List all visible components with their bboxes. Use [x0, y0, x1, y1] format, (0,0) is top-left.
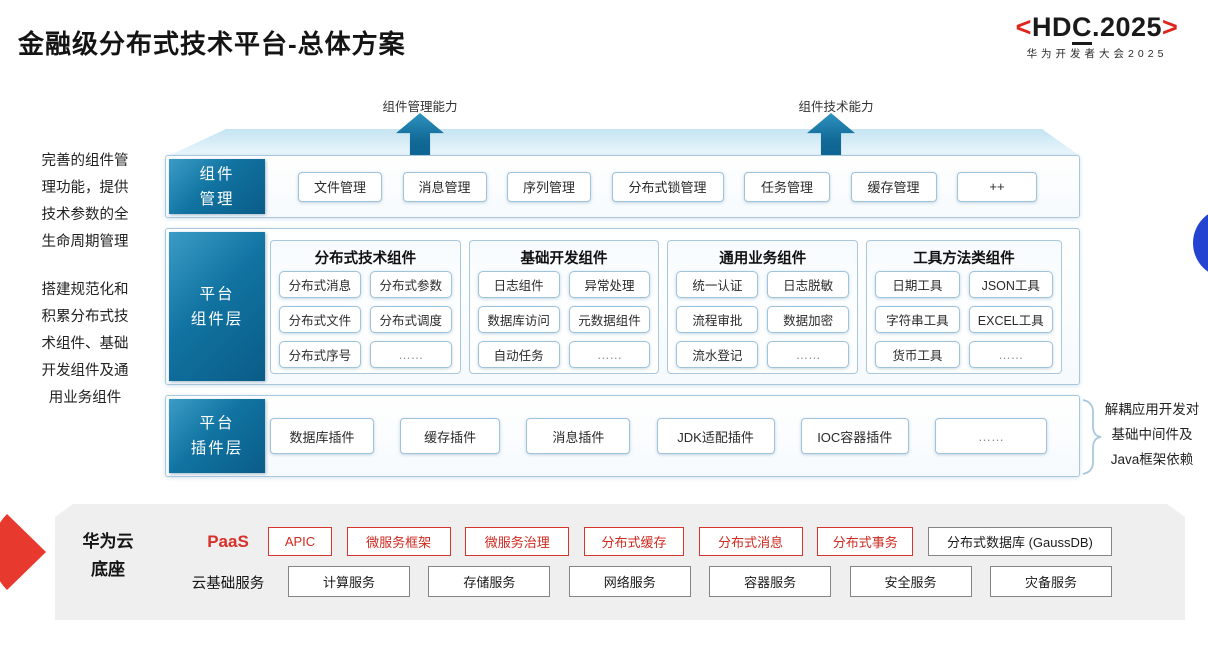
chip-auto-task: 自动任务 — [477, 341, 560, 368]
chip-log-masking: 日志脱敏 — [767, 271, 850, 298]
platform-plugin-items: 数据库插件 缓存插件 消息插件 JDK适配插件 IOC容器插件 …… — [270, 396, 1047, 476]
hdc-logo-subtitle: 华为开发者大会2025 — [1026, 48, 1168, 60]
column-basic-dev: 基础开发组件 日志组件 异常处理 数据库访问 元数据组件 自动任务 …… — [468, 240, 660, 374]
layer-platform-components: 平台 组件层 分布式技术组件 分布式消息 分布式参数 分布式文件 分布式调度 分… — [165, 228, 1080, 385]
chip-dist-schedule: 分布式调度 — [369, 306, 452, 333]
column-utility-methods: 工具方法类组件 日期工具 JSON工具 字符串工具 EXCEL工具 货币工具 …… — [866, 240, 1062, 374]
chip-distributed-transaction: 分布式事务 — [817, 527, 914, 556]
page-title: 金融级分布式技术平台-总体方案 — [18, 29, 406, 59]
layer-platform-components-label: 平台 组件层 — [169, 232, 265, 381]
chip-message-mgmt: 消息管理 — [402, 171, 487, 202]
chip-gaussdb: 分布式数据库 (GaussDB) — [927, 527, 1112, 556]
chip-distributed-cache: 分布式缓存 — [583, 527, 684, 556]
chip-microservice-governance: 微服务治理 — [465, 527, 570, 556]
chip-metadata-component: 元数据组件 — [568, 306, 651, 333]
chip-container-service: 容器服务 — [709, 566, 832, 597]
chip-excel-util: EXCEL工具 — [968, 306, 1053, 333]
column-distributed-tech: 分布式技术组件 分布式消息 分布式参数 分布式文件 分布式调度 分布式序号 …… — [270, 240, 461, 374]
chip-compute-service: 计算服务 — [288, 566, 410, 597]
note-decoupling: 解耦应用开发对 基础中间件及 Java框架依赖 — [1104, 402, 1200, 467]
red-wedge-icon — [0, 514, 46, 590]
chip-dist-message: 分布式消息 — [279, 271, 361, 298]
huawei-cloud-panel — [55, 504, 1185, 620]
chip-disaster-recovery-service: 灾备服务 — [989, 566, 1112, 597]
chip-file-mgmt: 文件管理 — [298, 171, 382, 202]
chip-task-mgmt: 任务管理 — [744, 171, 830, 202]
chip-microservice-framework: 微服务框架 — [346, 527, 451, 556]
platform-component-columns: 分布式技术组件 分布式消息 分布式参数 分布式文件 分布式调度 分布式序号 ……… — [270, 240, 1062, 374]
chip-dist-param: 分布式参数 — [369, 271, 452, 298]
chip-distributed-lock-mgmt: 分布式锁管理 — [611, 171, 724, 202]
chip-storage-service: 存储服务 — [428, 566, 551, 597]
chip-data-encryption: 数据加密 — [767, 306, 850, 333]
tech-capability-label: 组件技术能力 — [798, 100, 874, 114]
chip-distributed-message: 分布式消息 — [698, 527, 803, 556]
layer-component-management-label: 组件 管理 — [169, 159, 265, 214]
right-brace-icon — [1082, 399, 1102, 475]
chip-db-plugin: 数据库插件 — [270, 418, 374, 454]
chip-dist-file: 分布式文件 — [279, 306, 361, 333]
chip-cache-mgmt: 缓存管理 — [850, 171, 937, 202]
note-component-management: 完善的组件管 理功能，提供 技术参数的全 生命周期管理 — [41, 153, 129, 250]
chip-journal-register: 流水登记 — [676, 341, 759, 368]
component-management-items: 文件管理 消息管理 序列管理 分布式锁管理 任务管理 缓存管理 ++ — [298, 156, 1037, 217]
logo-left-angle-icon: < — [1015, 12, 1032, 42]
mgmt-capability-label: 组件管理能力 — [382, 100, 458, 114]
chip-log-component: 日志组件 — [477, 271, 560, 298]
layer-platform-plugins-label: 平台 插件层 — [169, 399, 265, 473]
huawei-cloud-base-label: 华为云 底座 — [82, 532, 134, 579]
chip-json-util: JSON工具 — [968, 271, 1053, 298]
chip-more: …… — [568, 341, 651, 368]
layer-component-management: 组件 管理 文件管理 消息管理 序列管理 分布式锁管理 任务管理 缓存管理 ++ — [165, 155, 1080, 218]
chip-network-service: 网络服务 — [568, 566, 691, 597]
chip-cache-plugin: 缓存插件 — [400, 418, 501, 454]
chip-string-util: 字符串工具 — [875, 306, 960, 333]
paas-items: APIC 微服务框架 微服务治理 分布式缓存 分布式消息 分布式事务 分布式数据… — [268, 527, 1112, 556]
chip-more: …… — [369, 341, 452, 368]
chip-dist-sequence: 分布式序号 — [279, 341, 361, 368]
paas-label: PaaS — [207, 532, 249, 551]
chip-more: …… — [968, 341, 1053, 368]
chip-date-util: 日期工具 — [875, 271, 960, 298]
chip-message-plugin: 消息插件 — [526, 418, 631, 454]
chip-more: …… — [934, 418, 1047, 454]
blue-circle-decoration — [1193, 208, 1208, 278]
logo-right-angle-icon: > — [1162, 12, 1179, 42]
chip-unified-auth: 统一认证 — [676, 271, 759, 298]
hdc-logo-text: <HDC.2025> — [992, 12, 1202, 45]
column-common-business: 通用业务组件 统一认证 日志脱敏 流程审批 数据加密 流水登记 …… — [667, 240, 859, 374]
chip-db-access: 数据库访问 — [477, 306, 560, 333]
chip-more: …… — [767, 341, 850, 368]
top-slab-decoration — [168, 129, 1080, 156]
chip-jdk-adapter-plugin: JDK适配插件 — [656, 418, 775, 454]
note-component-accumulation: 搭建规范化和 积累分布式技 术组件、基础 开发组件及通 用业务组件 — [41, 282, 129, 406]
chip-ioc-container-plugin: IOC容器插件 — [800, 418, 909, 454]
chip-currency-util: 货币工具 — [875, 341, 960, 368]
cloud-basic-services-label: 云基础服务 — [191, 576, 265, 592]
chip-apic: APIC — [268, 527, 332, 556]
iaas-items: 计算服务 存储服务 网络服务 容器服务 安全服务 灾备服务 — [288, 566, 1112, 597]
chip-plus-plus: ++ — [957, 171, 1037, 202]
chip-process-approval: 流程审批 — [676, 306, 759, 333]
hdc-logo: <HDC.2025> 华为开发者大会2025 — [992, 12, 1202, 61]
chip-security-service: 安全服务 — [849, 566, 972, 597]
chip-exception-handling: 异常处理 — [568, 271, 651, 298]
chip-sequence-mgmt: 序列管理 — [507, 171, 591, 202]
layer-platform-plugins: 平台 插件层 数据库插件 缓存插件 消息插件 JDK适配插件 IOC容器插件 …… — [165, 395, 1080, 477]
